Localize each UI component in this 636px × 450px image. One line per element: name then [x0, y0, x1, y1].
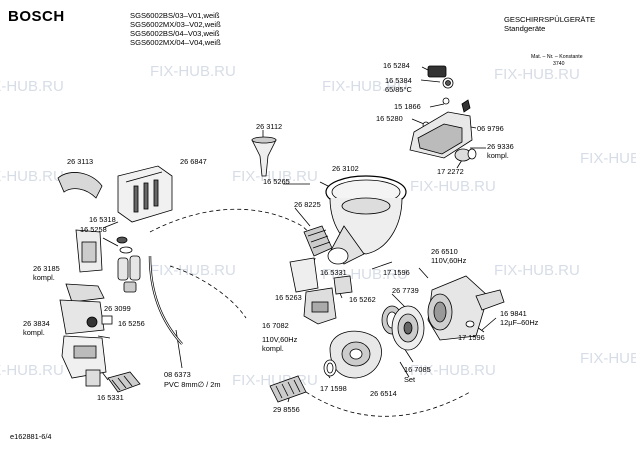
corrugated-hose: [107, 371, 141, 393]
part-label: kompl.: [487, 151, 509, 160]
small-ring: [442, 97, 450, 105]
part-label: 17 1598: [320, 384, 347, 393]
tube-dashed-path: [169, 265, 247, 319]
inlet-hose-dashed-path: [299, 387, 471, 417]
part-label: 26 9336: [487, 142, 514, 151]
part-label: 16 5331: [320, 268, 347, 277]
part-label: 16 5258: [80, 225, 107, 234]
part-label: 16 5331: [97, 393, 124, 402]
part-label: 110V,60Hz: [431, 256, 467, 265]
model-line-3: SGS6002BS/04–V03,weiß: [130, 29, 220, 38]
model-line-2: SGS6002MX/03–V02,weiß: [130, 20, 221, 29]
category-title: GESCHIRRSPÜLGERÄTE: [504, 15, 596, 24]
brand-logo: BOSCH: [8, 8, 65, 25]
part-label: 29 8556: [273, 405, 300, 414]
part-label: 26 3113: [67, 157, 94, 166]
cover-part: [57, 172, 103, 199]
mat-nr-label: Mat. – Nr. – Konstante: [531, 54, 583, 60]
part-label: 26 3099: [104, 304, 131, 313]
part-label: 16 5318: [89, 215, 116, 224]
part-label: 16 5263: [275, 293, 302, 302]
part-label: 16 5284: [383, 61, 410, 70]
part-label: kompl.: [33, 273, 55, 282]
part-label: 17 1596: [458, 333, 485, 342]
connector-cap: [427, 65, 447, 78]
model-line-4: SGS6002MX/04–V04,weiß: [130, 38, 221, 47]
drain-hose-dashed-path: [149, 208, 318, 267]
part-label: 16 5262: [349, 295, 376, 304]
vertical-hose: [148, 255, 183, 345]
funnel-part: [251, 139, 277, 177]
part-label: kompl.: [23, 328, 45, 337]
float-part: [117, 257, 129, 281]
part-label: 110V,60Hz: [262, 335, 298, 344]
part-label: 26 7739: [392, 286, 419, 295]
part-label: 26 8225: [294, 200, 321, 209]
part-label: 08 6373: [164, 370, 191, 379]
part-label: 16 7082: [262, 321, 289, 330]
part-label: 16 5256: [118, 319, 145, 328]
support-bracket: [289, 257, 319, 293]
part-label: 12µF–60Hz: [500, 318, 539, 327]
part-label: 26 3102: [332, 164, 359, 173]
part-label: 26 3112: [256, 122, 283, 131]
valve-mount: [65, 283, 105, 303]
part-label: kompl.: [262, 344, 284, 353]
part-label: 16 5265: [263, 177, 290, 186]
model-line-1: SGS6002BS/03–V01,weiß: [130, 11, 220, 20]
part-label: 26 3185: [33, 264, 60, 273]
part-label: 16 7085: [404, 365, 431, 374]
part-label: 16 5384: [385, 76, 412, 85]
valve-body-lower: [59, 299, 105, 335]
part-label: 26 6514: [370, 389, 397, 398]
part-label: 06 9796: [477, 124, 504, 133]
part-label: 26 3834: [23, 319, 50, 328]
part-label: Set: [404, 375, 416, 384]
part-label: 26 6510: [431, 247, 458, 256]
part-label: 15 1866: [394, 102, 421, 111]
seal-ring: [116, 236, 128, 244]
part-label: 17 2272: [437, 167, 464, 176]
part-label: 65/85°C: [385, 85, 412, 94]
bellows-hose: [303, 225, 333, 257]
part-label: PVC 8mm∅ / 2m: [164, 380, 221, 389]
part-label: 16 5280: [376, 114, 403, 123]
footer-code: e162881-6/4: [10, 432, 52, 441]
part-label: 16 9841: [500, 309, 527, 318]
corrugated-hose-bottom: [269, 375, 307, 403]
subcategory-title: Standgeräte: [504, 24, 546, 33]
part-label: 17 1596: [383, 268, 410, 277]
part-label: 26 6847: [180, 157, 207, 166]
mat-nr-value: 3740: [553, 61, 565, 67]
